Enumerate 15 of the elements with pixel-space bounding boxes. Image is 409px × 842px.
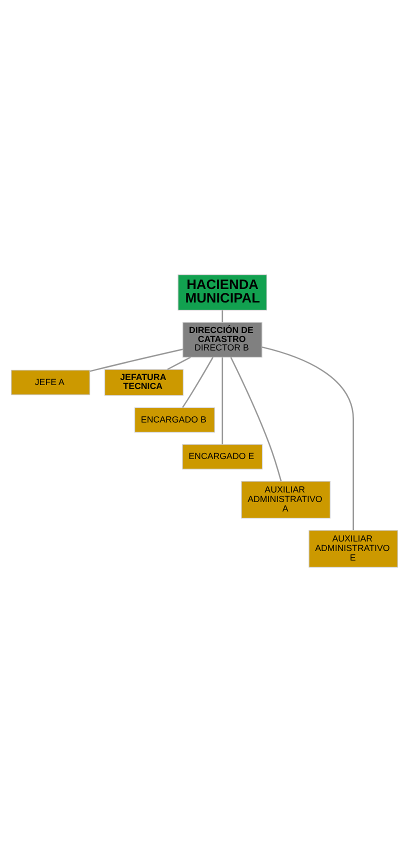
node-box: HACIENDA MUNICIPAL xyxy=(178,274,268,311)
node-box: AUXILIAR ADMINISTRATIVO A xyxy=(241,481,330,519)
node-box: JEFATURA TECNICA xyxy=(104,369,184,396)
node-box: JEFE A xyxy=(11,370,90,396)
node-box: DIRECCIÓN DE CATASTRO DIRECTOR B xyxy=(182,322,262,358)
node-box: ENCARGADO E xyxy=(182,444,263,470)
connector xyxy=(222,310,224,322)
node-box: ENCARGADO B xyxy=(134,407,215,433)
connector xyxy=(222,357,224,444)
connector xyxy=(230,357,282,482)
connector xyxy=(90,348,183,372)
connector xyxy=(167,356,191,370)
connector xyxy=(262,346,354,530)
node-box: AUXILIAR ADMINISTRATIVO E xyxy=(308,530,398,568)
connector xyxy=(182,356,214,408)
